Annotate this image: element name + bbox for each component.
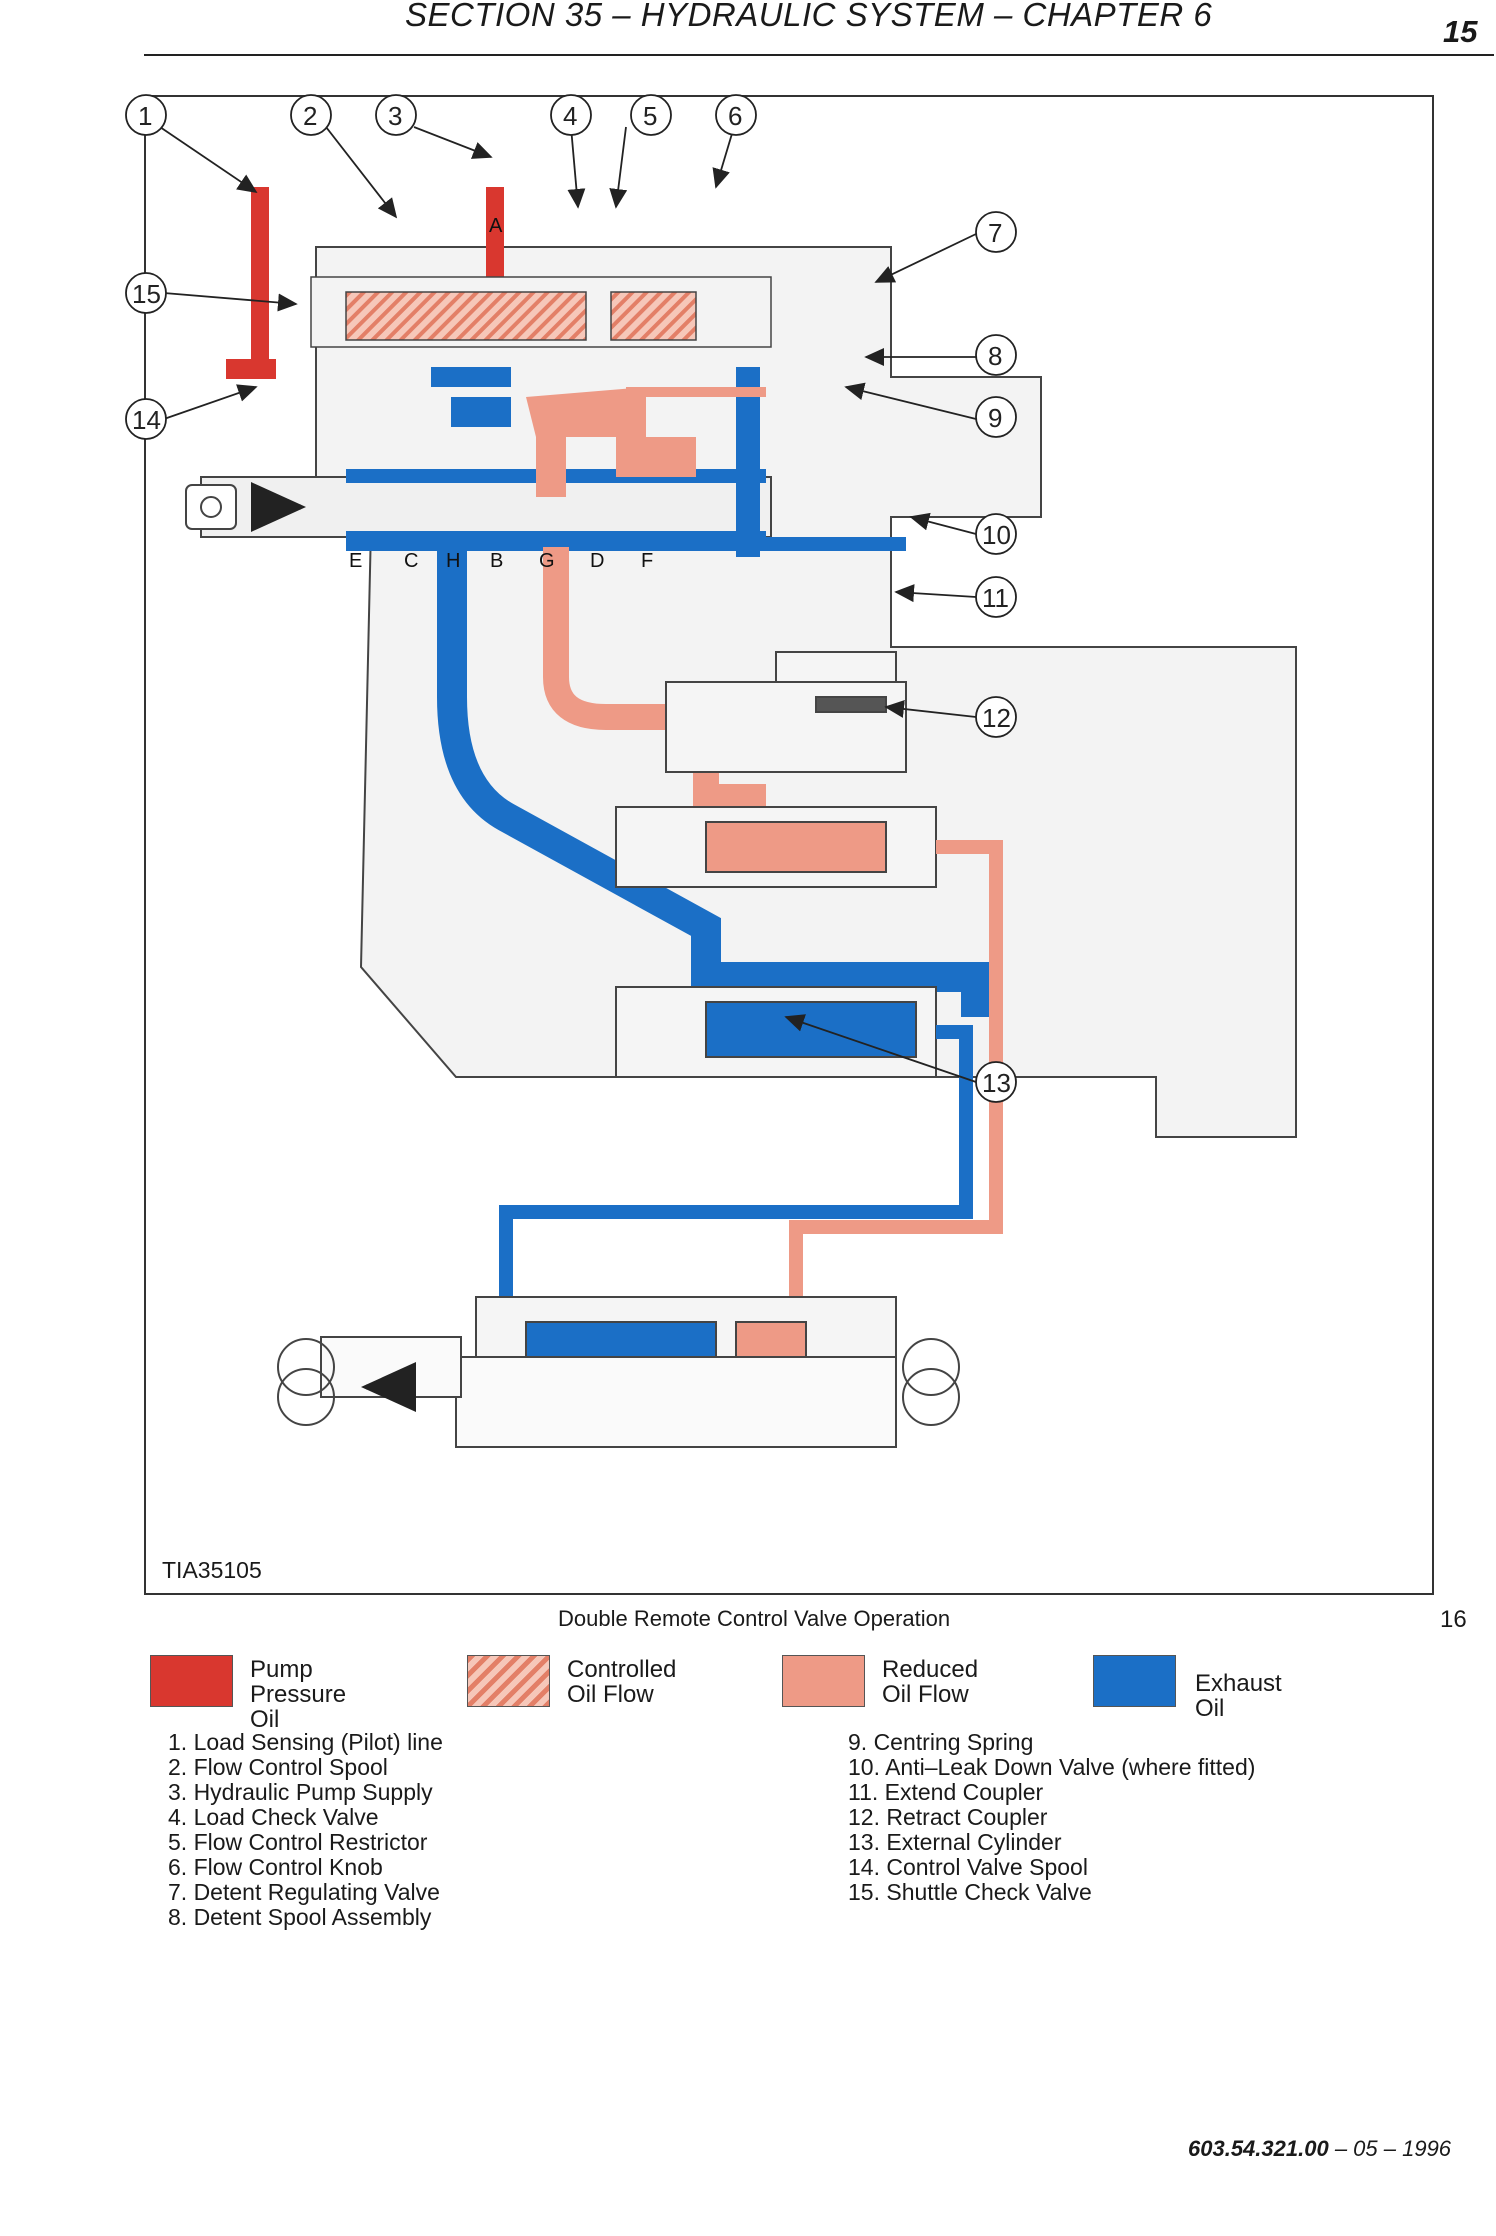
- page-header: SECTION 35 – HYDRAULIC SYSTEM – CHAPTER …: [0, 0, 1496, 60]
- legend-label-controlled-flow: Controlled Oil Flow: [567, 1656, 677, 1708]
- svg-text:1: 1: [138, 101, 152, 131]
- svg-text:7: 7: [988, 218, 1002, 248]
- part-item: 6. Flow Control Knob: [168, 1854, 383, 1880]
- callout-3: 3: [375, 94, 417, 136]
- swatch-controlled-flow: [467, 1655, 550, 1707]
- swatch-reduced-flow: [782, 1655, 865, 1707]
- part-item: 11. Extend Coupler: [848, 1779, 1044, 1805]
- header-rule: [144, 54, 1494, 56]
- part-item: 7. Detent Regulating Valve: [168, 1879, 440, 1905]
- svg-text:2: 2: [303, 101, 317, 131]
- svg-text:5: 5: [643, 101, 657, 131]
- callout-8: 8: [975, 334, 1017, 376]
- svg-text:14: 14: [132, 405, 161, 435]
- hydraulic-diagram: E C H B G D F A 1: [125, 94, 1297, 1448]
- part-item: 5. Flow Control Restrictor: [168, 1829, 428, 1855]
- port-letter-h: H: [446, 550, 460, 572]
- extend-coupler: [615, 806, 937, 888]
- part-item: 14. Control Valve Spool: [848, 1854, 1088, 1880]
- svg-text:6: 6: [728, 101, 742, 131]
- part-item: 12. Retract Coupler: [848, 1804, 1048, 1830]
- swatch-pump-pressure: [150, 1655, 233, 1707]
- callout-11: 11: [975, 576, 1017, 618]
- callout-2: 2: [290, 94, 332, 136]
- section-title: SECTION 35 – HYDRAULIC SYSTEM – CHAPTER …: [405, 0, 1213, 33]
- parts-list-left: 1. Load Sensing (Pilot) line 2. Flow Con…: [168, 1730, 443, 1930]
- part-item: 9. Centring Spring: [848, 1729, 1034, 1755]
- callouts: 1 2 3 4 5 6 7 8 9 10 11 12 13 14 15: [125, 94, 1017, 1103]
- figure-id: TIA35105: [162, 1557, 262, 1583]
- retract-hose: [499, 1025, 973, 1337]
- svg-text:8: 8: [988, 341, 1002, 371]
- legend-label-reduced-flow: Reduced Oil Flow: [882, 1656, 979, 1708]
- svg-text:9: 9: [988, 403, 1002, 433]
- svg-text:11: 11: [982, 583, 1009, 613]
- port-letter-b: B: [490, 550, 503, 572]
- part-item: 13. External Cylinder: [848, 1829, 1062, 1855]
- anti-leak-down-valve: [665, 651, 907, 773]
- figure-number: 16: [1440, 1606, 1467, 1633]
- control-spool: [185, 476, 772, 538]
- figure-caption: Double Remote Control Valve Operation: [558, 1606, 951, 1631]
- flow-control-spool: [310, 276, 772, 348]
- svg-text:13: 13: [982, 1068, 1011, 1098]
- callout-13: 13: [975, 1061, 1017, 1103]
- exhaust-return-line: [437, 547, 991, 1017]
- reduced-gallery: [361, 337, 766, 497]
- external-cylinder: [277, 1296, 960, 1448]
- svg-text:4: 4: [563, 101, 577, 131]
- callout-4: 4: [550, 94, 592, 136]
- part-item: 2. Flow Control Spool: [168, 1754, 388, 1780]
- port-letter-d: D: [590, 550, 604, 572]
- callout-12: 12: [975, 696, 1017, 738]
- callout-10: 10: [975, 513, 1017, 555]
- port-letter-e: E: [349, 550, 362, 572]
- doc-date: – 05 – 1996: [1328, 2136, 1452, 2161]
- part-item: 1. Load Sensing (Pilot) line: [168, 1729, 443, 1755]
- part-item: 4. Load Check Valve: [168, 1804, 379, 1830]
- callout-15: 15: [125, 272, 167, 314]
- reduced-supply-line: [543, 547, 766, 810]
- part-item: 10. Anti–Leak Down Valve (where fitted): [848, 1754, 1256, 1780]
- part-item: 3. Hydraulic Pump Supply: [168, 1779, 433, 1805]
- retract-coupler: [615, 986, 937, 1078]
- callout-14: 14: [125, 398, 167, 440]
- svg-text:3: 3: [388, 101, 402, 131]
- doc-code: 603.54.321.00: [1188, 2136, 1329, 2161]
- callout-7: 7: [975, 211, 1017, 253]
- port-letter-c: C: [404, 550, 418, 572]
- parts-list-right: 9. Centring Spring 10. Anti–Leak Down Va…: [848, 1730, 1255, 1905]
- callout-9: 9: [975, 396, 1017, 438]
- svg-text:15: 15: [132, 279, 161, 309]
- document-footer: 603.54.321.00 – 05 – 1996: [1188, 2136, 1451, 2162]
- supply-letter-a: A: [489, 215, 503, 237]
- callout-1: 1: [125, 94, 167, 136]
- callout-6: 6: [715, 94, 757, 136]
- swatch-exhaust: [1093, 1655, 1176, 1707]
- callout-5: 5: [630, 94, 672, 136]
- part-item: 15. Shuttle Check Valve: [848, 1879, 1092, 1905]
- port-letter-f: F: [641, 550, 653, 572]
- svg-text:12: 12: [982, 703, 1011, 733]
- legend-label-exhaust: Exhaust Oil: [1195, 1670, 1282, 1722]
- port-letter-g: G: [539, 550, 555, 572]
- extend-hose: [789, 840, 1003, 1337]
- page-number: 15: [1443, 14, 1478, 49]
- callout-leaders: [159, 126, 977, 1083]
- part-item: 8. Detent Spool Assembly: [168, 1904, 432, 1930]
- figure-frame: E C H B G D F A 1: [125, 94, 1434, 1595]
- legend-label-pump-pressure: Pump Pressure Oil: [250, 1656, 347, 1733]
- port-letters: E C H B G D F A: [349, 215, 653, 572]
- svg-text:10: 10: [982, 520, 1011, 550]
